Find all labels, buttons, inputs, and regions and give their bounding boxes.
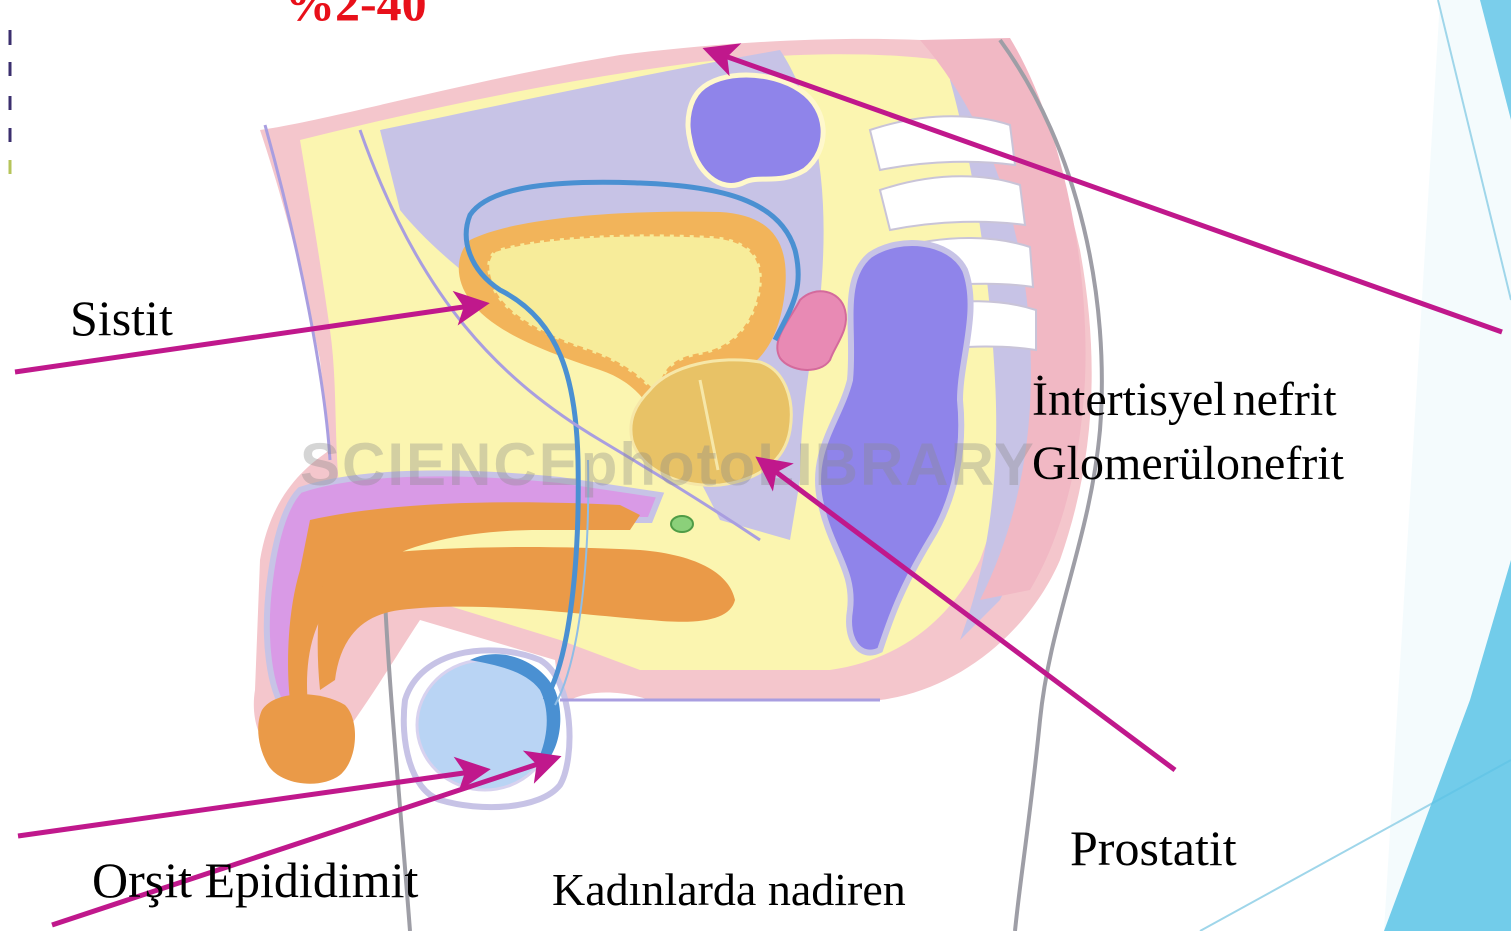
- glomerulonefrit-label: Glomerülonefrit: [1032, 440, 1344, 488]
- prostatit-label: Prostatit: [1070, 823, 1237, 873]
- watermark-text: SCIENCEphotoLIBRARY: [300, 431, 1036, 498]
- prevalence-label: %2-40: [285, 0, 427, 28]
- kadinlarda-nadiren-label: Kadınlarda nadiren: [552, 867, 906, 913]
- intertisyel-nefrit-label: İntertisyel nefrit: [1032, 376, 1337, 424]
- orsit-epididimit-label: Orşit Epididimit: [92, 855, 418, 905]
- sistit-label: Sistit: [70, 293, 173, 343]
